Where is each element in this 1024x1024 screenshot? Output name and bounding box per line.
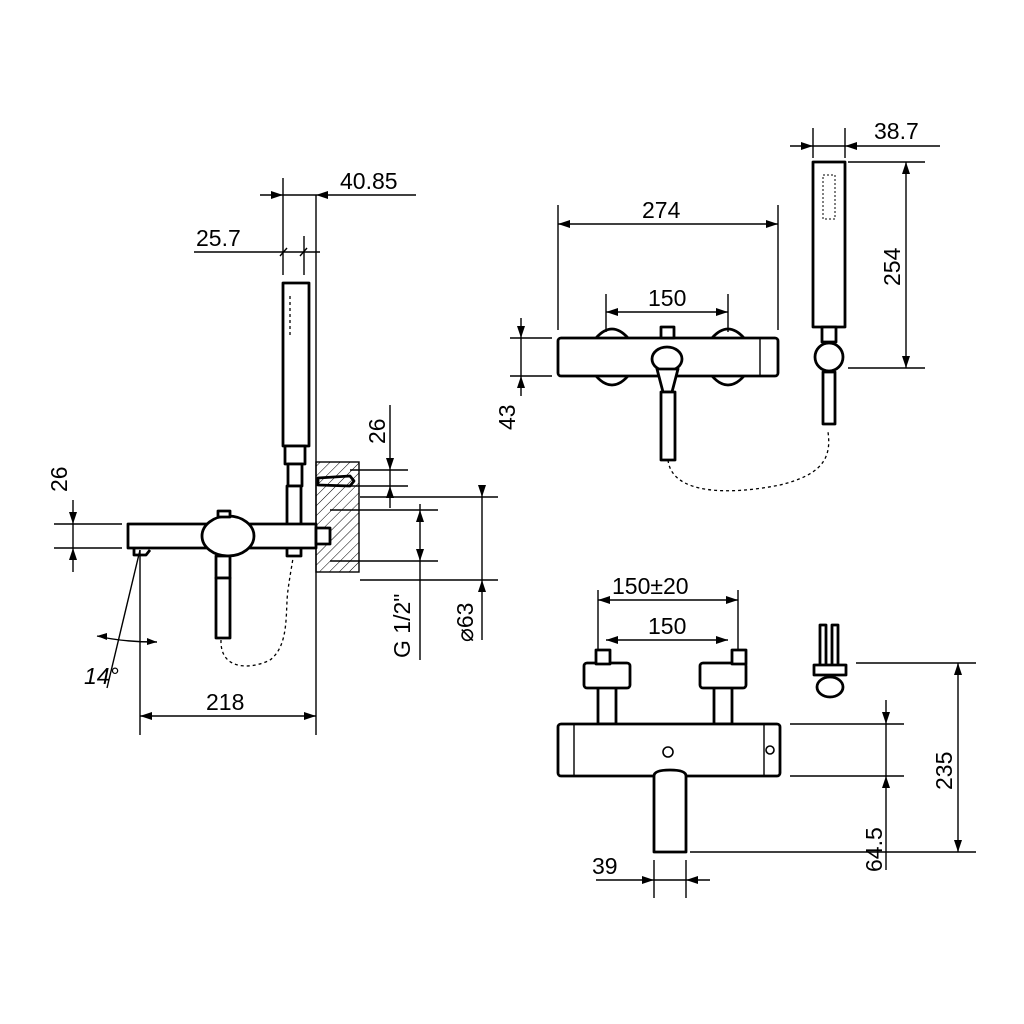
top-hand-shower: [811, 160, 847, 329]
dim-diameter: ⌀63: [452, 603, 478, 642]
dim-spout-height: 26: [46, 466, 72, 492]
dim-hand-shower-inner: 25.7: [196, 225, 241, 251]
front-spout: [652, 768, 688, 854]
dim-body-height: 43: [494, 404, 520, 430]
top-view: [510, 128, 940, 492]
dim-hand-length: 254: [879, 247, 905, 286]
dim-hand-width: 38.7: [874, 118, 919, 144]
dim-top-axis-distance: 150: [648, 285, 686, 311]
dim-front-axis-distance: 150: [648, 613, 686, 639]
front-body: [556, 722, 782, 778]
dim-spout-angle: 14°: [84, 663, 119, 689]
dim-projection: 218: [206, 689, 244, 715]
dim-hand-shower-outer: 40.85: [340, 168, 398, 194]
front-view: [556, 590, 976, 898]
dim-wall-offset: 26: [364, 418, 390, 444]
hand-shower: [281, 281, 311, 448]
dim-spout-width: 39: [592, 853, 618, 879]
side-view: [54, 178, 498, 735]
dim-spout-drop: 64.5: [861, 827, 887, 872]
dim-thread: G 1/2": [389, 594, 415, 658]
dim-axis-range: 150±20: [612, 573, 689, 599]
dim-total-height: 235: [931, 752, 957, 790]
handle-knob: [200, 514, 256, 558]
dim-body-width: 274: [642, 197, 681, 223]
